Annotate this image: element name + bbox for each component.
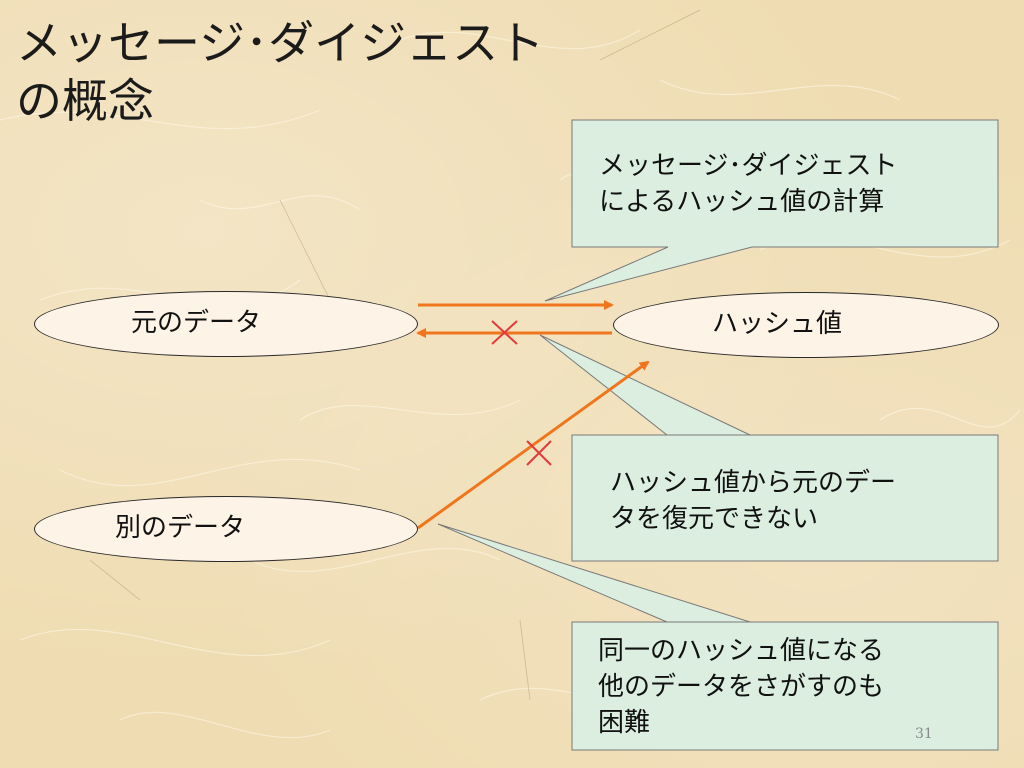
callout-irreversible-text: ハッシュ値から元のデー タを復元できない — [610, 465, 896, 537]
slide-title: メッセージ･ダイジェスト の概念 — [16, 14, 544, 130]
cross-mark-collision — [526, 440, 552, 466]
node-hash-value: ハッシュ値 — [613, 292, 999, 358]
callout-collision-text: 同一のハッシュ値になる 他のデータをさがすのも 困難 — [598, 633, 884, 741]
cross-mark-reverse — [491, 320, 518, 345]
node-other-data: 別のデータ — [34, 496, 418, 562]
node-hash-value-label: ハッシュ値 — [712, 309, 843, 339]
slide-title-line-2: の概念 — [16, 74, 154, 128]
node-original-data: 元のデータ — [34, 291, 418, 357]
node-original-data-label: 元のデータ — [131, 308, 262, 338]
callout-irreversible-shape — [539, 334, 999, 562]
callout-collision-line-3: 困難 — [598, 708, 651, 738]
slide-number: 31 — [915, 726, 933, 742]
callout-irreversible-line-2: タを復元できない — [610, 504, 819, 534]
callout-hash-calc-text: メッセージ･ダイジェスト によるハッシュ値の計算 — [599, 148, 897, 220]
callout-hash-calc-line-2: によるハッシュ値の計算 — [599, 187, 885, 217]
slide-title-line-1: メッセージ･ダイジェスト — [16, 16, 545, 70]
callout-hash-calc-shape — [544, 119, 999, 302]
callout-hash-calc-line-1: メッセージ･ダイジェスト — [599, 151, 898, 181]
callout-collision-line-1: 同一のハッシュ値になる — [598, 636, 885, 666]
callout-collision-line-2: 他のデータをさがすのも — [598, 672, 885, 702]
callout-irreversible-line-1: ハッシュ値から元のデー — [610, 468, 897, 498]
node-other-data-label: 別のデータ — [115, 513, 246, 543]
callout-collision-shape — [437, 523, 999, 751]
arrow-other-to-hash — [417, 360, 650, 530]
